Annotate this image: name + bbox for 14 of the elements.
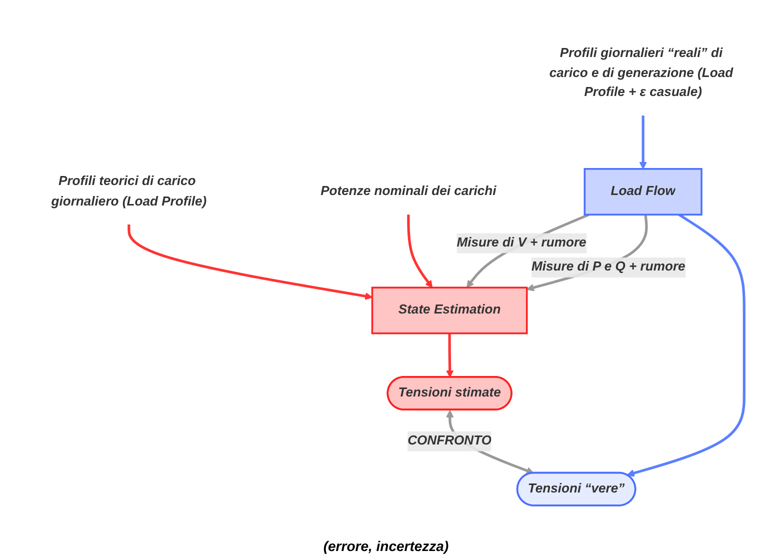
node-text: Potenze nominali dei carichi [320, 184, 496, 199]
edge-label: Misure di V + rumore [456, 234, 586, 250]
arrow [626, 214, 746, 477]
node-box [371, 286, 528, 334]
edge-label: CONFRONTO [408, 433, 492, 448]
arrow [446, 333, 454, 378]
arrow [407, 214, 433, 288]
node-box [584, 168, 702, 216]
node-text: Profili giornalieri “reali” di carico e di generazione (Load Profile + ε casuale) [549, 45, 734, 100]
edge-label: Misure di P e Q + rumore [532, 259, 686, 274]
arrow [128, 224, 373, 300]
note-text: (errore, incertezza) [323, 538, 449, 554]
node-text: Profili teorici di carico giornaliero (Load Profile) [51, 174, 207, 208]
arrow [639, 116, 647, 170]
